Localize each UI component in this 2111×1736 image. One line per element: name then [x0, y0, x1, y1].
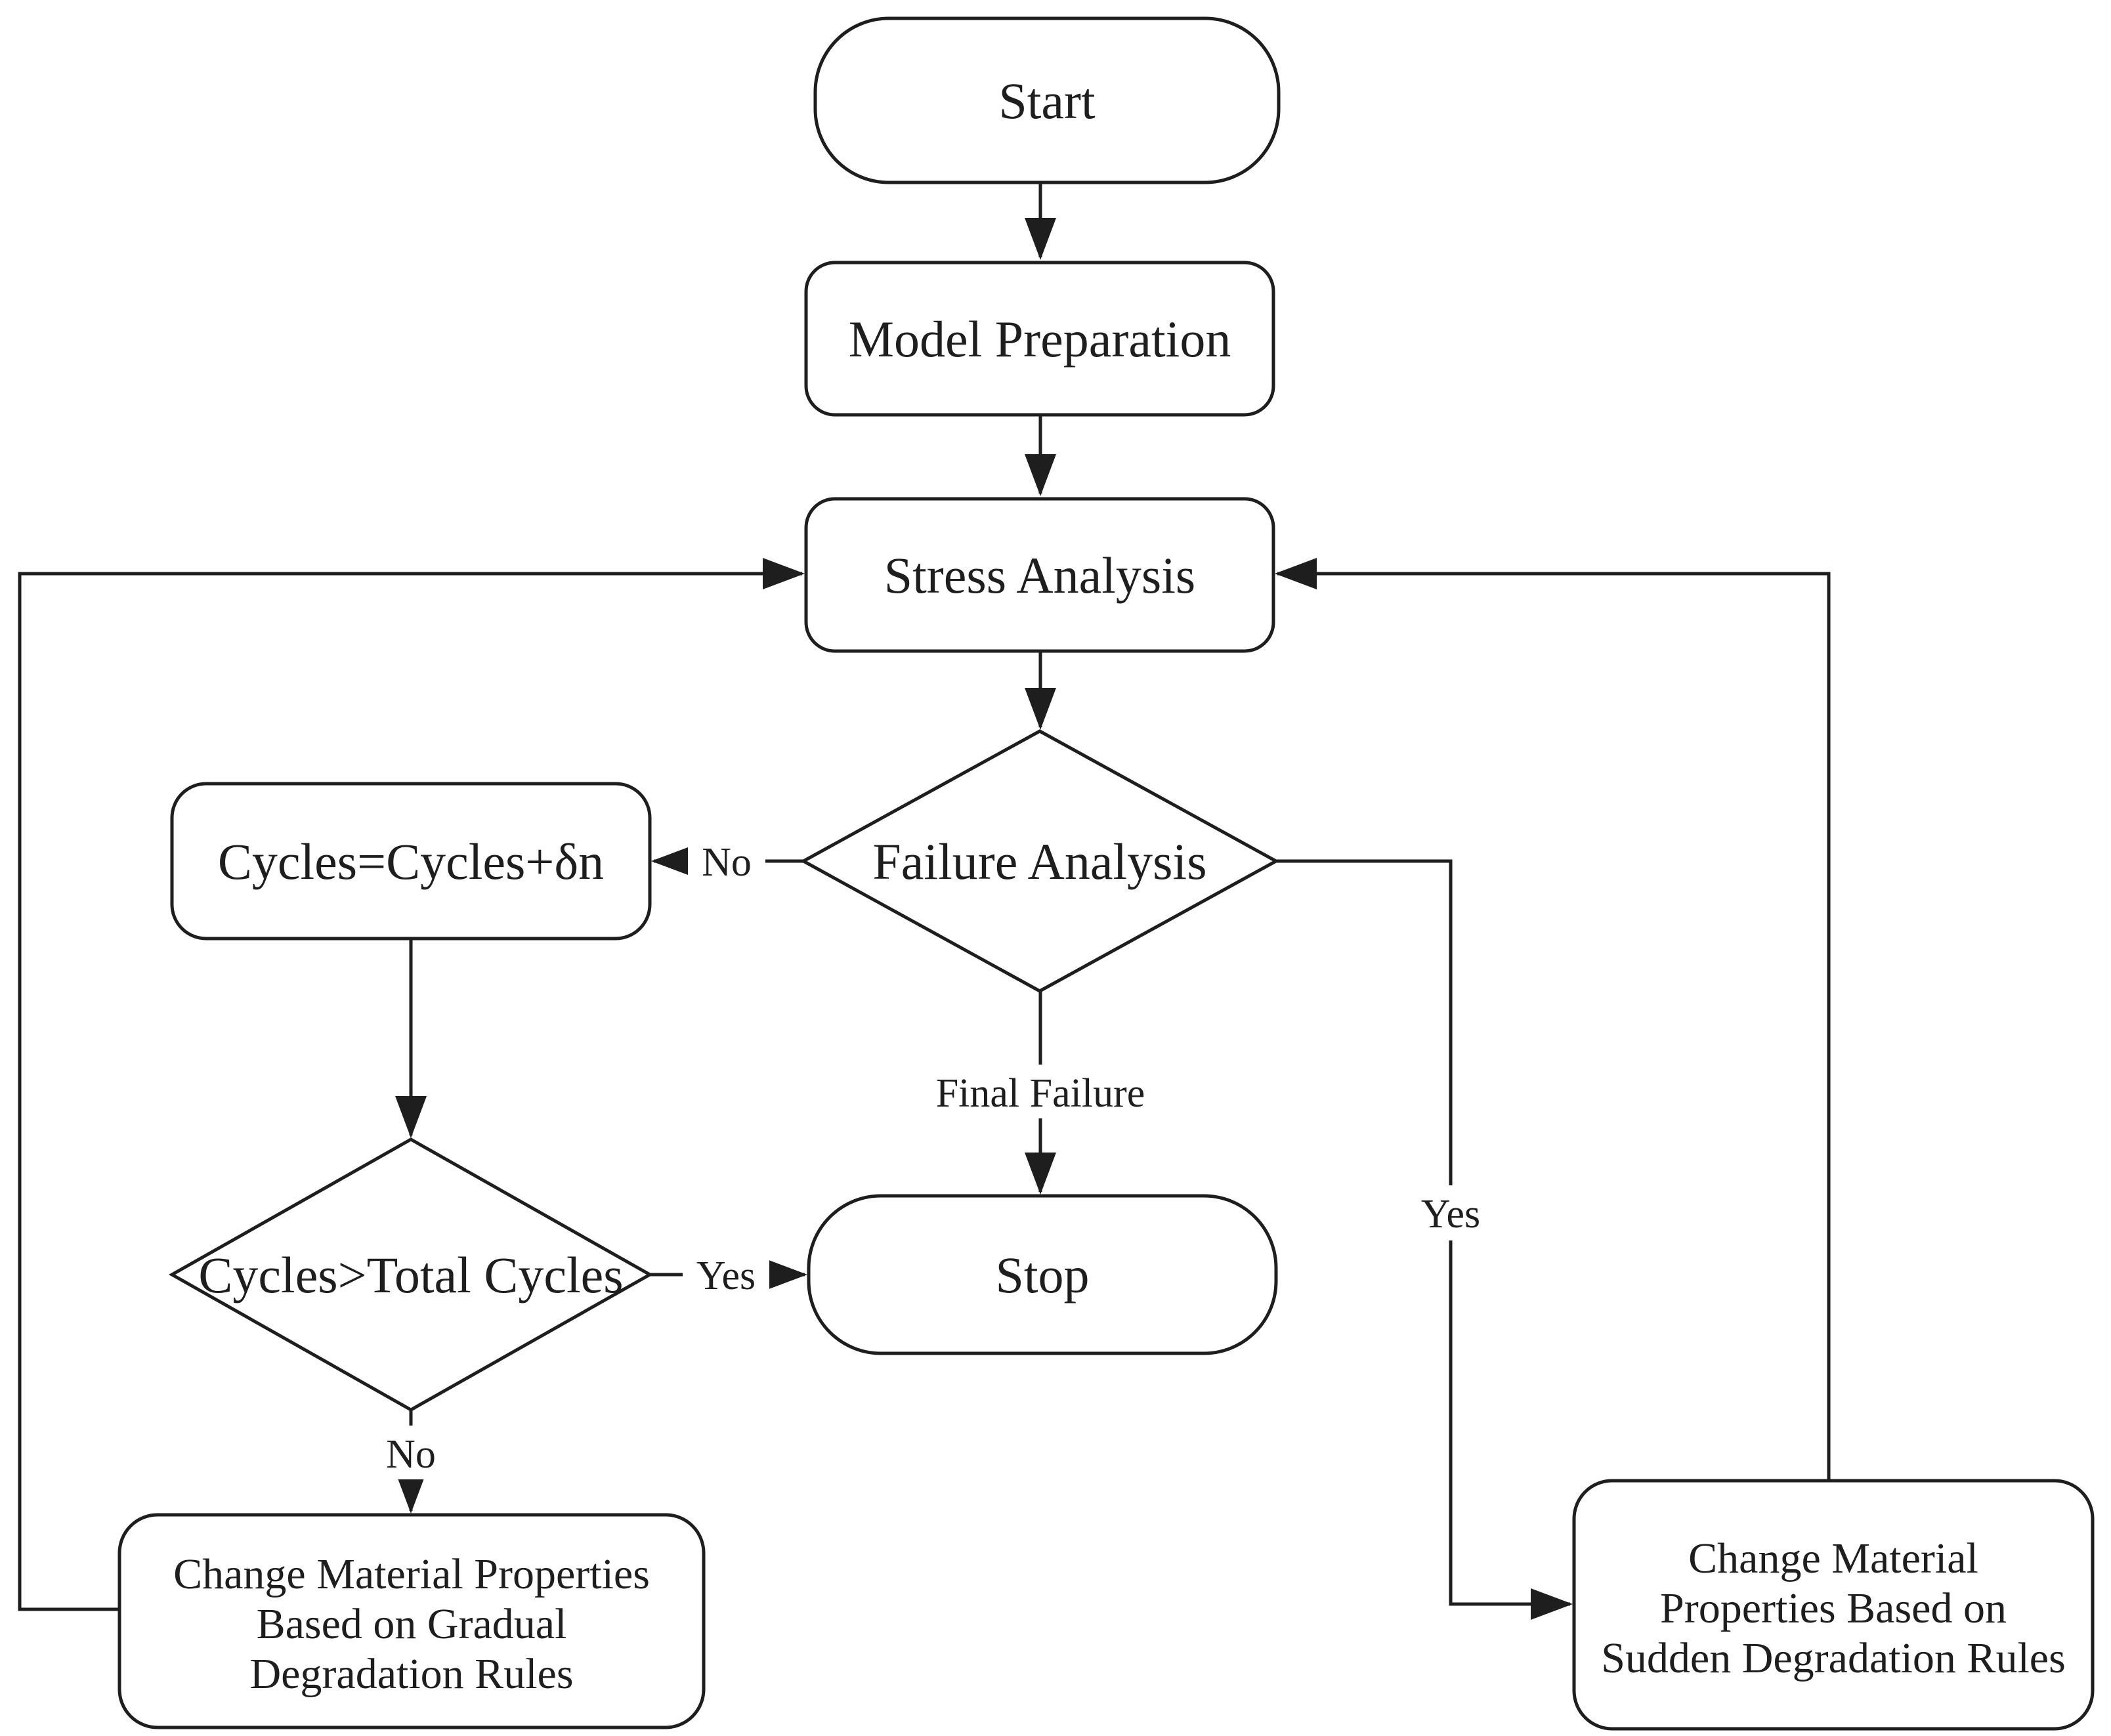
stress-analysis-label: Stress Analysis: [884, 547, 1196, 604]
edge-gradual-degradation-to-stress-analysis: [18, 558, 805, 1611]
sudden-degradation-label-line1: Change Material: [1688, 1535, 1978, 1582]
gradual-degradation-label-line3: Degradation Rules: [249, 1650, 573, 1698]
model-preparation-node: [804, 261, 1275, 417]
cycles-check-node: [168, 1137, 654, 1412]
failure-analysis-label: Failure Analysis: [872, 833, 1206, 890]
cycles-no-label: No: [386, 1432, 436, 1477]
cycles-yes-label-bg: [683, 1248, 769, 1301]
final-failure-label: Final Failure: [936, 1071, 1145, 1116]
cycles-yes-label: Yes: [696, 1254, 756, 1298]
sudden-degradation-node: [1572, 1479, 2095, 1731]
cycles-increment-label: Cycles=Cycles+δn: [218, 833, 604, 890]
sudden-degradation-label-line3: Sudden Degradation Rules: [1601, 1634, 2066, 1682]
stop-node: [807, 1194, 1278, 1355]
failure-yes-label-bg: [1406, 1185, 1495, 1240]
gradual-degradation-node: [117, 1513, 706, 1729]
edge-sudden-degradation-to-stress-analysis: [1275, 558, 1831, 1481]
cycles-check-label: Cycles>Total Cycles: [198, 1246, 623, 1303]
failure-yes-label: Yes: [1421, 1192, 1480, 1237]
gradual-degradation-label-line2: Based on Gradual: [257, 1600, 567, 1648]
start-label: Start: [998, 72, 1096, 129]
final-failure-label-bg: [914, 1065, 1167, 1118]
cycles-no-label-bg: [372, 1426, 450, 1479]
model-preparation-label: Model Preparation: [849, 310, 1231, 368]
sudden-degradation-label-line2: Properties Based on: [1660, 1584, 2007, 1632]
failure-analysis-node: [800, 729, 1280, 993]
failure-no-label: No: [702, 840, 752, 885]
stress-analysis-node: [804, 497, 1275, 653]
failure-no-label-bg: [688, 835, 765, 887]
cycles-increment-node: [170, 782, 652, 941]
stop-label: Stop: [995, 1246, 1089, 1303]
gradual-degradation-label-line1: Change Material Properties: [173, 1550, 650, 1598]
start-node: [813, 16, 1281, 184]
